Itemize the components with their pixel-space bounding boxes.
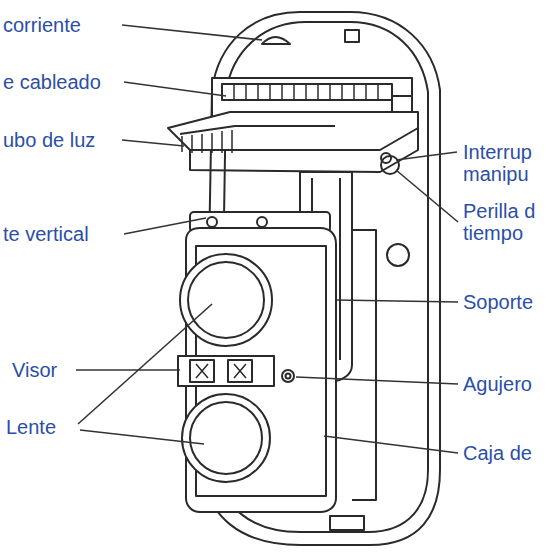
part-label: Soporte (463, 291, 533, 313)
part-label: Perilla d tiempo (463, 200, 549, 244)
part-label: Caja de (463, 442, 532, 464)
part-label: ubo de luz (3, 129, 95, 151)
part-label: Interrup manipu (463, 141, 549, 185)
part-label: Visor (12, 359, 57, 381)
part-label: corriente (3, 14, 81, 36)
part-label: e cableado (3, 71, 101, 93)
part-label: te vertical (3, 223, 89, 245)
part-label: Lente (6, 416, 56, 438)
part-label: Agujero (463, 373, 532, 395)
